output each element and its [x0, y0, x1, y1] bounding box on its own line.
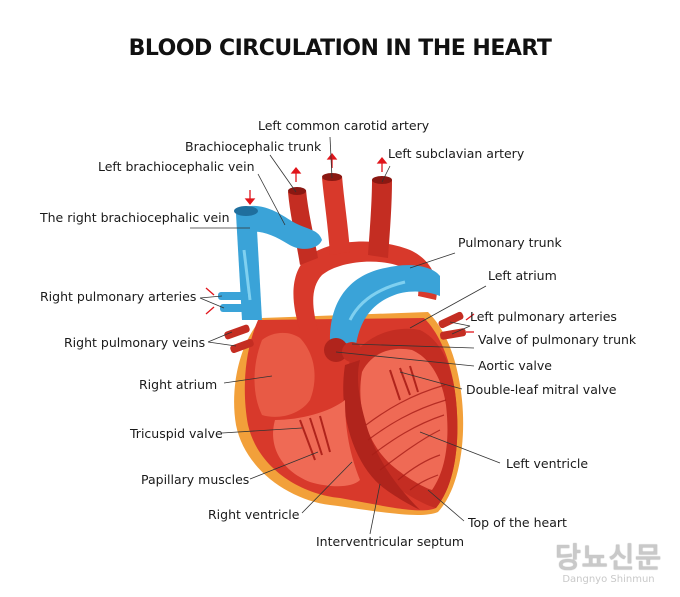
label-left-common-carotid-artery: Left common carotid artery [258, 118, 430, 133]
left-subclavian-shape [368, 180, 392, 258]
pulmonary-trunk-shape [330, 265, 440, 345]
label-aortic-valve: Aortic valve [478, 358, 552, 373]
left-ventricle-cavity [360, 348, 448, 490]
label-right-ventricle: Right ventricle [208, 507, 300, 522]
label-interventricular-septum: Interventricular septum [316, 534, 465, 549]
aortic-arch [293, 241, 437, 330]
watermark-korean: 당뇨신문 [554, 541, 662, 574]
label-right-atrium: Right atrium [139, 377, 218, 392]
label-pulmonary-trunk: Pulmonary trunk [458, 235, 562, 250]
label-double-leaf-mitral-valve: Double-leaf mitral valve [466, 382, 617, 397]
flow-arrows [205, 152, 475, 333]
page-title: BLOOD CIRCULATION IN THE HEART [128, 36, 552, 61]
label-left-ventricle: Left ventricle [506, 456, 589, 471]
watermark: 당뇨신문 Dangnyo Shinmun [555, 536, 662, 585]
right-ventricle-cavity [273, 400, 360, 487]
aortic-valve-shape [324, 338, 348, 362]
watermark-english: Dangnyo Shinmun [562, 574, 655, 585]
label-brachiocephalic-trunk: Brachiocephalic trunk [185, 139, 322, 154]
label-right-pulmonary-veins: Right pulmonary veins [64, 335, 206, 350]
label-right-brachiocephalic-vein: The right brachiocephalic vein [40, 210, 230, 225]
leader-lines [190, 136, 501, 535]
muscle-striations [365, 384, 447, 491]
label-left-pulmonary-arteries: Left pulmonary arteries [470, 309, 617, 324]
right-pulmonary-arteries-shape [218, 292, 248, 312]
brachiocephalic-vein-left [240, 205, 322, 249]
label-left-brachiocephalic-vein: Left brachiocephalic vein [98, 159, 255, 174]
left-pulmonary-arteries-shape [438, 311, 467, 340]
right-pulmonary-veins-shape [224, 324, 254, 354]
label-left-subclavian-artery: Left subclavian artery [388, 146, 525, 161]
label-valve-of-pulmonary-trunk: Valve of pulmonary trunk [478, 332, 637, 347]
left-common-carotid-shape [322, 176, 350, 255]
interventricular-septum-shape [343, 360, 420, 510]
label-left-atrium: Left atrium [488, 268, 557, 283]
label-top-of-the-heart: Top of the heart [468, 515, 567, 530]
label-right-pulmonary-arteries: Right pulmonary arteries [40, 289, 197, 304]
label-tricuspid-valve: Tricuspid valve [130, 426, 223, 441]
label-papillary-muscles: Papillary muscles [141, 472, 250, 487]
right-atrium-cavity [254, 332, 315, 417]
